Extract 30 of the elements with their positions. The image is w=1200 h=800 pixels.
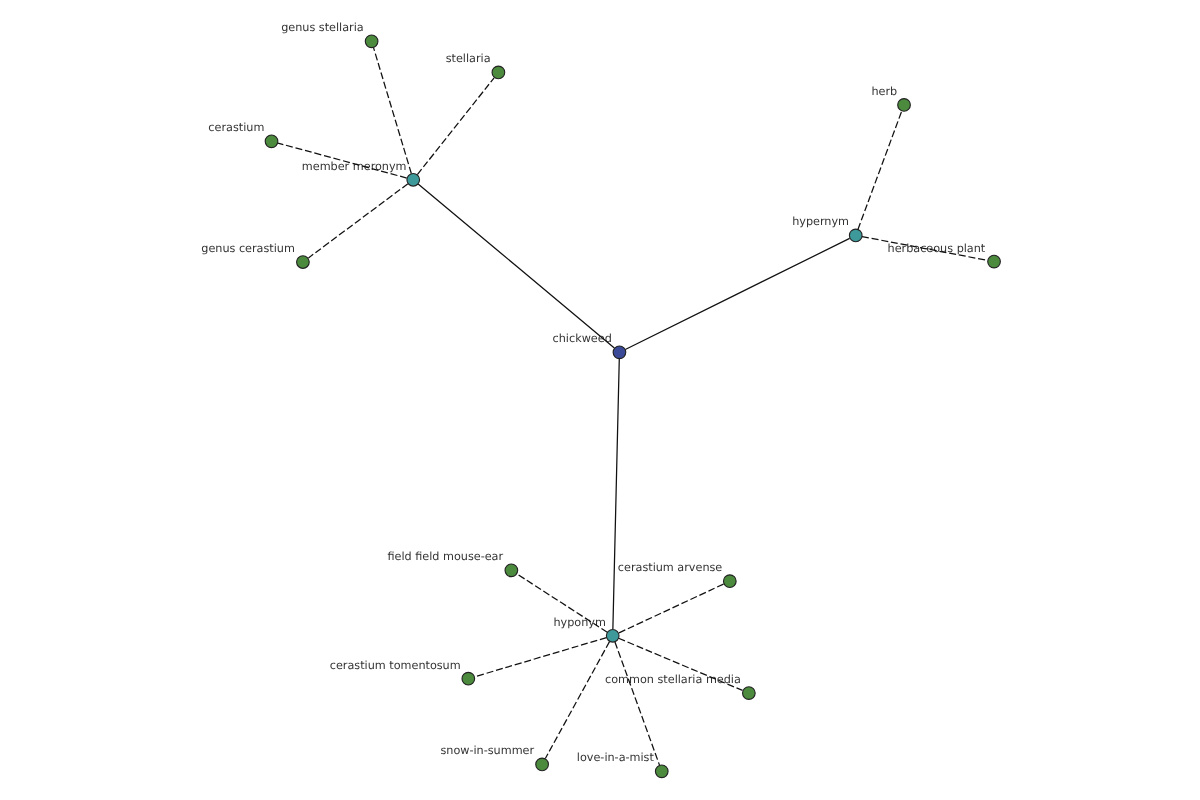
node-circle xyxy=(987,254,1001,269)
connector xyxy=(417,183,615,349)
connector xyxy=(614,641,661,766)
connector xyxy=(624,237,851,351)
connector xyxy=(277,142,408,179)
connector xyxy=(612,358,620,630)
node-circle xyxy=(654,764,669,779)
connector xyxy=(617,637,744,692)
connector xyxy=(857,110,903,231)
connector xyxy=(516,573,608,633)
node-circle xyxy=(605,628,620,643)
node-circle xyxy=(612,345,627,360)
node-circle xyxy=(535,757,549,772)
node-circle xyxy=(406,172,421,187)
node-circle xyxy=(741,686,756,700)
node-circle xyxy=(461,671,476,686)
node-circle xyxy=(491,65,506,80)
connector xyxy=(544,641,611,760)
connector xyxy=(618,583,725,634)
node-circle xyxy=(364,34,379,49)
node-circle xyxy=(264,134,279,149)
connector xyxy=(307,183,409,259)
node-circle xyxy=(296,255,310,269)
node-circle xyxy=(722,574,737,589)
node-circle xyxy=(897,98,911,112)
connector xyxy=(474,637,608,678)
connector xyxy=(372,47,412,175)
connector xyxy=(416,77,495,176)
node-circle xyxy=(848,228,863,243)
node-circle xyxy=(504,563,519,578)
